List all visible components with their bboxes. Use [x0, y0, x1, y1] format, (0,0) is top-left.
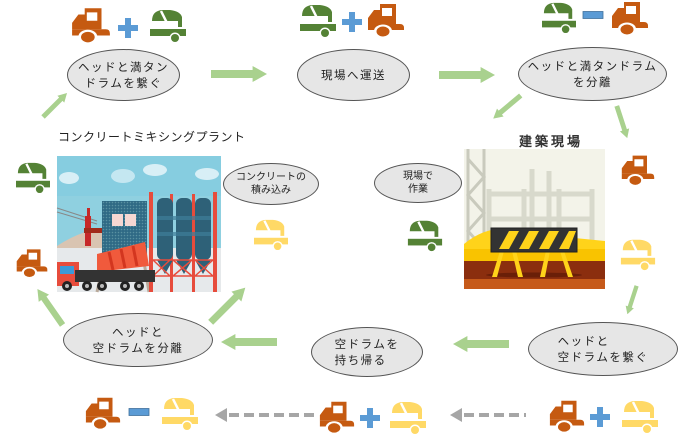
step-connect-empty: ヘッドと 空ドラムを繋ぐ	[528, 322, 678, 376]
empty-drum-icon	[252, 217, 290, 251]
step2-icon-group	[298, 2, 408, 42]
step1-icon-group	[70, 6, 190, 46]
empty-drum-icon	[160, 394, 200, 432]
head-truck-icon	[84, 394, 122, 432]
step-label: ヘッドと満タン ドラムを繋ぐ	[78, 60, 169, 90]
full-drum-icon	[540, 0, 578, 34]
empty-drum-icon	[620, 397, 660, 435]
construction-site-illustration	[464, 149, 605, 289]
head-truck-icon	[70, 6, 112, 44]
full-drum-icon	[298, 2, 338, 38]
full-drum-icon	[148, 7, 188, 43]
plant-title: コンクリートミキシングプラント	[58, 130, 246, 144]
site-title: 建築現場	[519, 135, 584, 150]
step-return-empty: 空ドラムを 持ち帰る	[311, 327, 423, 377]
step-transport: 現場へ運送	[297, 49, 410, 101]
bottom-middle-icon-group	[318, 398, 438, 442]
head-truck-icon	[620, 152, 656, 188]
step3-icon-group	[540, 0, 650, 40]
plus-icon	[360, 408, 380, 428]
full-drum-icon	[14, 160, 52, 194]
concrete-plant-illustration	[56, 156, 221, 293]
arrow-up-right-start	[38, 88, 72, 122]
dashed-arrow-left-1	[215, 408, 315, 422]
step-separate-empty: ヘッドと 空ドラムを分離	[63, 313, 213, 367]
minus-icon	[582, 5, 604, 25]
arrow-down-right	[610, 104, 634, 141]
bottom-left-icon-group	[84, 394, 204, 438]
head-truck-icon	[15, 246, 49, 280]
arrow-left-1	[447, 336, 515, 352]
minus-icon	[128, 402, 150, 422]
arrow-left-2	[215, 334, 283, 350]
note-onsite-work: 現場で 作業	[374, 163, 462, 203]
plus-icon	[342, 12, 362, 32]
plus-icon	[118, 18, 138, 38]
empty-drum-icon	[619, 236, 657, 272]
plus-icon	[590, 407, 610, 427]
note-loading: コンクリートの 積み込み	[223, 163, 319, 205]
arrow-down-left	[489, 90, 526, 124]
step-connect-full: ヘッドと満タン ドラムを繋ぐ	[67, 49, 180, 101]
arrow-down-right-2	[621, 284, 644, 317]
head-truck-icon	[610, 0, 650, 36]
head-truck-icon	[318, 398, 356, 436]
step-separate-full: ヘッドと満タンドラム を分離	[518, 47, 667, 101]
note-label: 現場で 作業	[403, 171, 433, 195]
head-truck-icon	[548, 397, 586, 435]
arrow-right-2	[433, 67, 501, 83]
note-label: コンクリートの 積み込み	[236, 172, 306, 196]
arrow-right-1	[205, 66, 273, 82]
step-label: 現場へ運送	[321, 68, 386, 82]
full-drum-icon	[406, 217, 444, 253]
dashed-arrow-left-2	[450, 408, 526, 422]
step-label: ヘッドと満タンドラム を分離	[527, 59, 658, 89]
empty-drum-icon	[388, 398, 428, 436]
head-truck-icon	[366, 2, 406, 38]
step-label: ヘッドと 空ドラムを繋ぐ	[557, 334, 649, 364]
step-label: ヘッドと 空ドラムを分離	[92, 325, 184, 355]
step-label: 空ドラムを 持ち帰る	[334, 337, 400, 367]
bottom-right-icon-group	[548, 397, 668, 441]
